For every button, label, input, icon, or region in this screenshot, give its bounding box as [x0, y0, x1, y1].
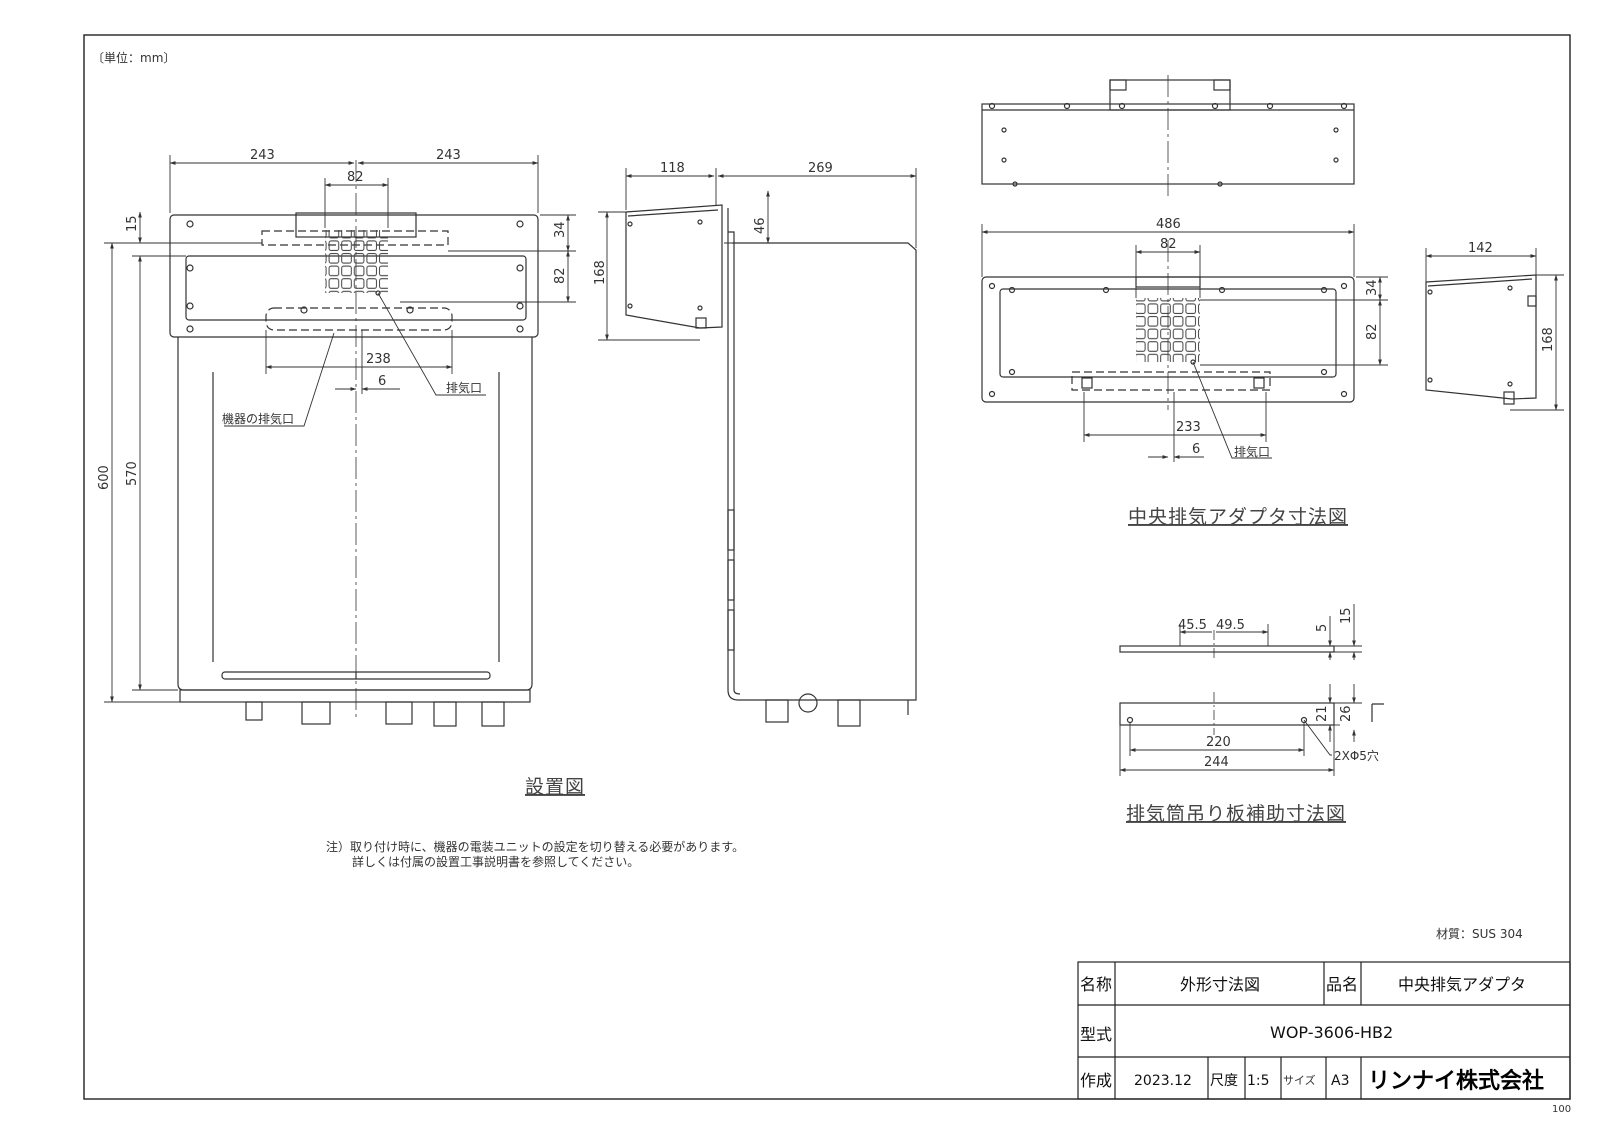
label-holes: 2XΦ5穴: [1334, 748, 1379, 763]
tb-product-label: 品名: [1326, 975, 1358, 994]
tb-scale-value: 1:5: [1247, 1073, 1270, 1089]
note-line-2: 詳しくは付属の設置工事説明書を参照してください。: [352, 854, 639, 869]
caption-adapter: 中央排気アダプタ寸法図: [1128, 506, 1348, 528]
note-line-1: 注）取り付け時に、機器の電装ユニットの設定を切り替える必要があります。: [326, 839, 744, 854]
caption-install: 設置図: [525, 776, 585, 798]
tb-name-label: 名称: [1080, 975, 1112, 994]
page-number: 100: [1552, 1104, 1571, 1115]
dim-486: 486: [1156, 217, 1181, 232]
dim-82-adapter-h: 82: [1365, 323, 1380, 340]
dim-244: 244: [1204, 755, 1229, 770]
dim-269: 269: [808, 161, 833, 176]
aux-plate-views: [1119, 630, 1384, 735]
dim-15: 15: [125, 215, 140, 232]
install-front-view: [169, 160, 539, 727]
dim-49-5: 49.5: [1216, 618, 1245, 633]
label-adapter-exhaust: 排気口: [1234, 444, 1270, 459]
title-block: [1077, 961, 1571, 1100]
dim-220: 220: [1206, 735, 1231, 750]
aux-dimensions: [1119, 604, 1362, 776]
dim-34-adapter: 34: [1365, 279, 1380, 296]
adapter-side-dimensions: [1425, 248, 1564, 411]
dim-570: 570: [125, 461, 140, 486]
adapter-side-view: [1425, 274, 1537, 405]
dim-82-adapter: 82: [347, 170, 364, 185]
dim-46: 46: [753, 217, 768, 234]
label-unit-exhaust: 機器の排気口: [222, 411, 294, 426]
dim-168-side: 168: [593, 260, 608, 285]
dim-118: 118: [660, 161, 685, 176]
caption-aux: 排気筒吊り板補助寸法図: [1126, 803, 1346, 825]
adapter-top-view: [981, 75, 1355, 196]
unit-note: 〔単位：mm〕: [92, 50, 175, 65]
dim-15-aux: 15: [1339, 607, 1354, 624]
adapter-dimensions: [981, 224, 1388, 462]
dim-82-height: 82: [553, 267, 568, 284]
dim-600: 600: [97, 465, 112, 490]
sheet-border: [83, 34, 1571, 1100]
dim-26: 26: [1339, 705, 1354, 722]
dim-21: 21: [1315, 705, 1330, 722]
tb-company: リンナイ株式会社: [1368, 1068, 1544, 1094]
tb-model-label: 型式: [1080, 1025, 1112, 1044]
dim-243-left: 243: [250, 148, 275, 163]
dim-45-5: 45.5: [1178, 618, 1207, 633]
side-dimensions: [598, 168, 917, 341]
label-exhaust-port: 排気口: [446, 380, 482, 395]
install-dimensions: [104, 155, 576, 703]
tb-size-label: サイズ: [1283, 1073, 1316, 1087]
tb-product-value: 中央排気アダプタ: [1398, 975, 1526, 994]
dim-238: 238: [366, 352, 391, 367]
adapter-front-view: [981, 240, 1355, 410]
material-note: 材質：SUS 304: [1436, 926, 1523, 941]
dim-243-right: 243: [436, 148, 461, 163]
side-view: [625, 204, 917, 727]
tb-scale-label: 尺度: [1210, 1073, 1238, 1089]
tb-made-value: 2023.12: [1134, 1073, 1192, 1089]
tb-made-label: 作成: [1080, 1071, 1112, 1090]
dim-82-adapter-front: 82: [1160, 237, 1177, 252]
tb-size-value: A3: [1331, 1073, 1349, 1089]
dim-5: 5: [1315, 624, 1330, 632]
dim-142: 142: [1468, 241, 1493, 256]
tb-name-value: 外形寸法図: [1180, 975, 1260, 994]
tb-model-value: WOP-3606-HB2: [1270, 1023, 1393, 1042]
dim-6: 6: [378, 374, 386, 389]
dim-34: 34: [553, 221, 568, 238]
dim-233: 233: [1176, 420, 1201, 435]
dim-168-adapter: 168: [1541, 327, 1556, 352]
dim-6-adapter: 6: [1192, 442, 1200, 457]
